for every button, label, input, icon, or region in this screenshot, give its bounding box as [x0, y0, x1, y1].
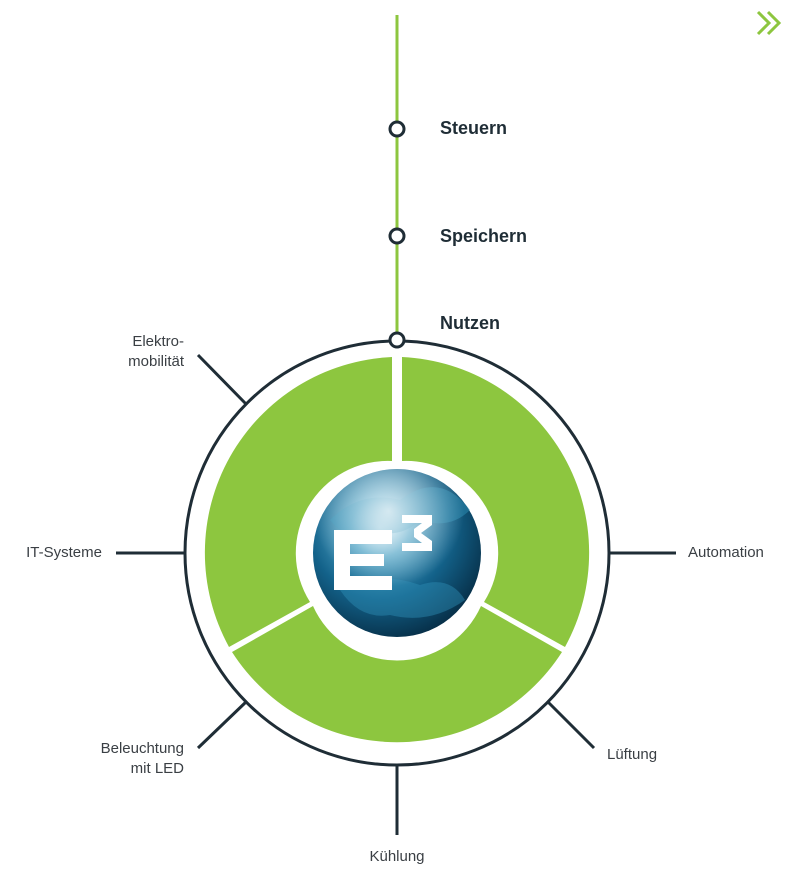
- double-chevron-right-icon[interactable]: [752, 6, 786, 40]
- segments: [204, 357, 590, 743]
- step-label-steuern[interactable]: Steuern: [440, 118, 508, 138]
- area-label-lueftung[interactable]: Lüftung: [607, 746, 658, 763]
- area-label-beleuchtung-line2: mit LED: [130, 760, 184, 777]
- step-label-speichern[interactable]: Speichern: [440, 226, 528, 246]
- area-label-kuehlung[interactable]: Kühlung: [369, 848, 425, 865]
- step-marker-nutzen[interactable]: [388, 331, 406, 349]
- step-label-nutzen[interactable]: Nutzen: [440, 313, 500, 333]
- segment-automation[interactable]: [402, 357, 590, 647]
- area-label-beleuchtung[interactable]: Beleuchtung mit LED: [60, 739, 184, 779]
- connector-elektromobilitaet: [196, 353, 249, 407]
- area-label-elektromobilitaet-line2: mobilität: [128, 353, 184, 370]
- area-label-beleuchtung-line1: Beleuchtung: [100, 740, 184, 757]
- logo-superscript-3: [402, 515, 432, 551]
- step-marker-steuern[interactable]: [388, 120, 406, 138]
- area-label-it-systeme[interactable]: IT-Systeme: [26, 544, 102, 561]
- segment-kuehlung[interactable]: [232, 606, 562, 743]
- step-marker-speichern[interactable]: [388, 227, 406, 245]
- segment-it[interactable]: [204, 357, 392, 647]
- connector-beleuchtung: [196, 699, 249, 750]
- area-label-automation[interactable]: Automation: [688, 544, 764, 561]
- e3-logo: [309, 465, 485, 641]
- area-label-elektromobilitaet[interactable]: Elektro- mobilität: [100, 332, 184, 372]
- connector-lueftung: [545, 699, 596, 750]
- logo-letter-e: [334, 530, 392, 590]
- area-label-elektromobilitaet-line1: Elektro-: [132, 333, 184, 350]
